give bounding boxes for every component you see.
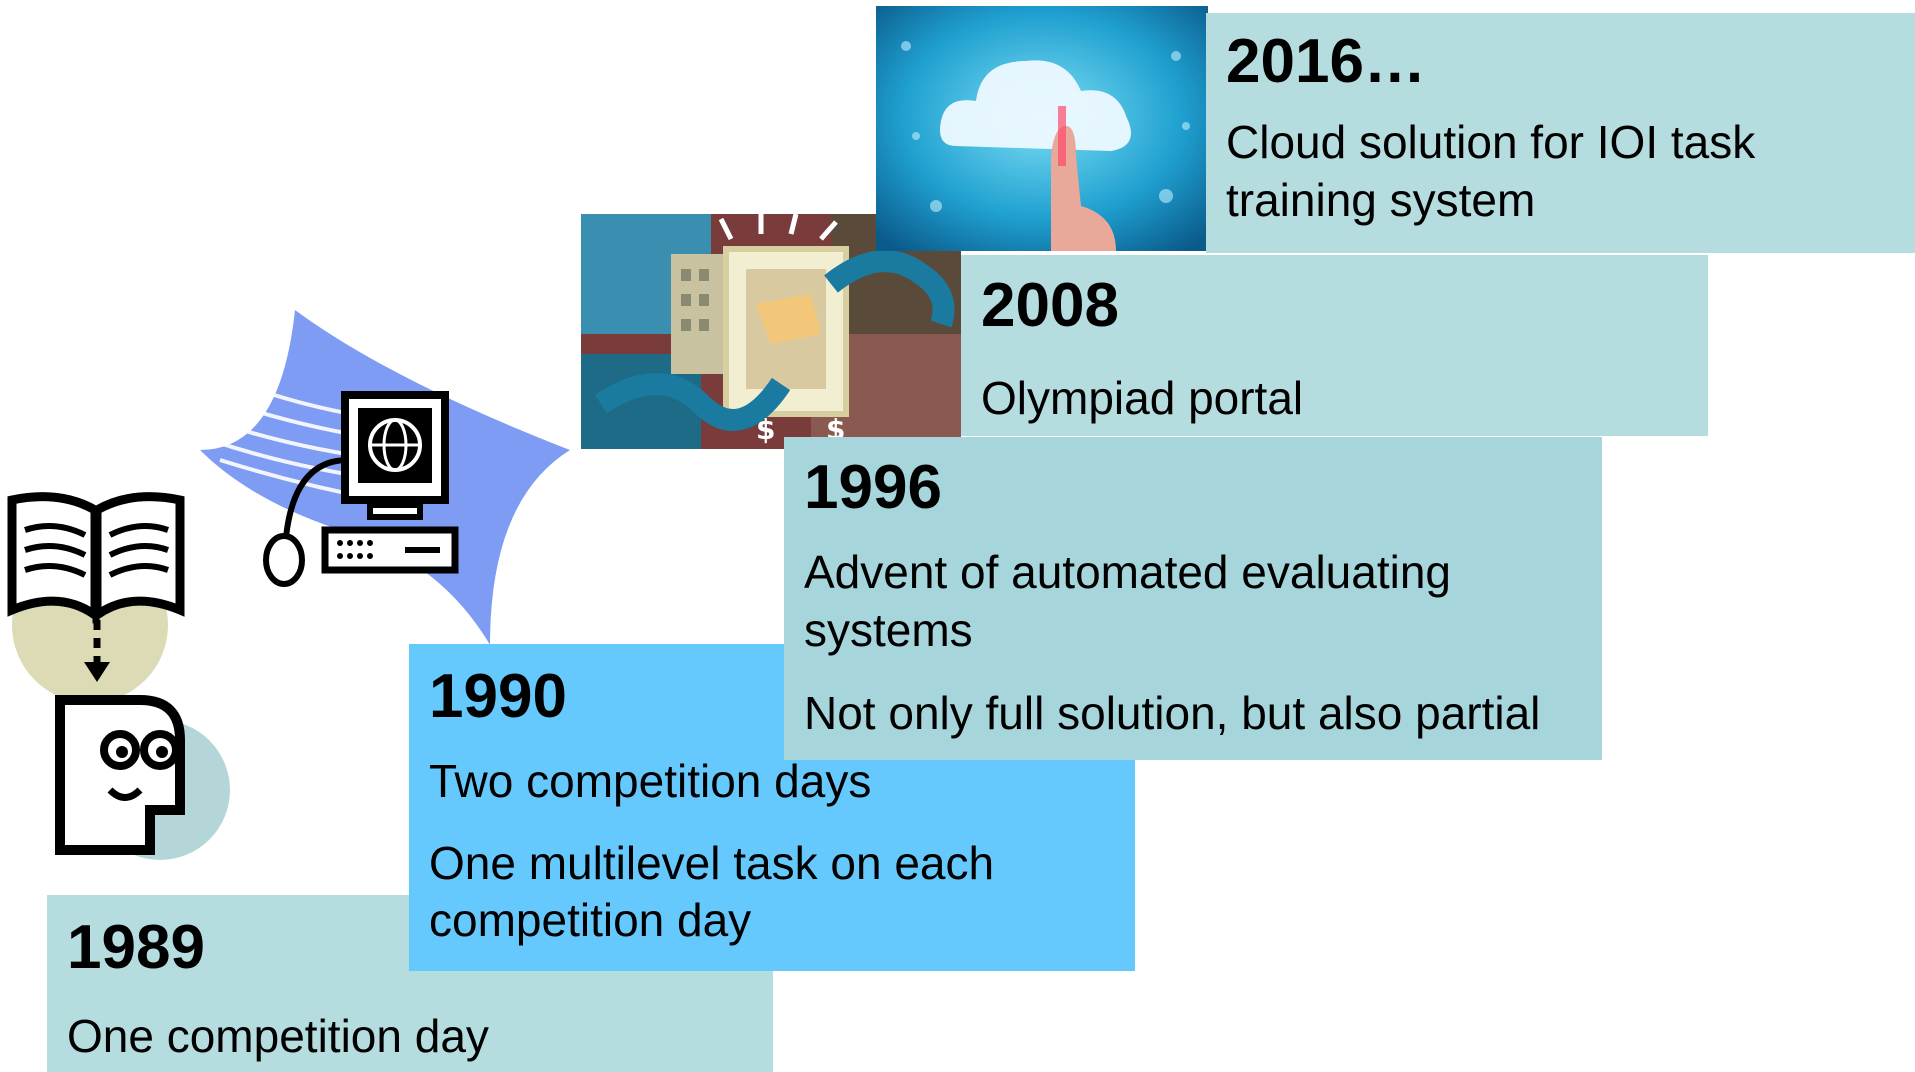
step-year: 2016… bbox=[1226, 27, 1426, 96]
collage-illustration: $$ bbox=[581, 214, 961, 449]
step-description: Two competition days bbox=[429, 755, 872, 808]
book-reader-icon bbox=[7, 492, 230, 860]
timeline-step-2008: 2008 Olympiad portal bbox=[961, 255, 1708, 436]
step-description: Cloud solution for IOI task training sys… bbox=[1226, 116, 1756, 226]
cloud-touch-image bbox=[876, 6, 1208, 251]
svg-text:$: $ bbox=[756, 413, 775, 446]
computer-globe-icon bbox=[200, 310, 570, 645]
step-description: Advent of automated evaluating systems bbox=[804, 546, 1452, 656]
step-description: Olympiad portal bbox=[981, 372, 1304, 425]
timeline-step-1996: 1996 Advent of automated evaluating syst… bbox=[784, 437, 1602, 760]
step-description: One multilevel task on each competition … bbox=[429, 836, 995, 947]
step-year: 2008 bbox=[981, 271, 1119, 340]
timeline-step-2016: 2016… Cloud solution for IOI task traini… bbox=[1206, 13, 1915, 253]
step-year: 1990 bbox=[429, 662, 567, 731]
step-description: Not only full solution, but also partial bbox=[804, 687, 1541, 740]
step-description: One competition day bbox=[67, 1010, 489, 1063]
step-year: 1989 bbox=[67, 913, 205, 982]
step-year: 1996 bbox=[804, 453, 942, 522]
